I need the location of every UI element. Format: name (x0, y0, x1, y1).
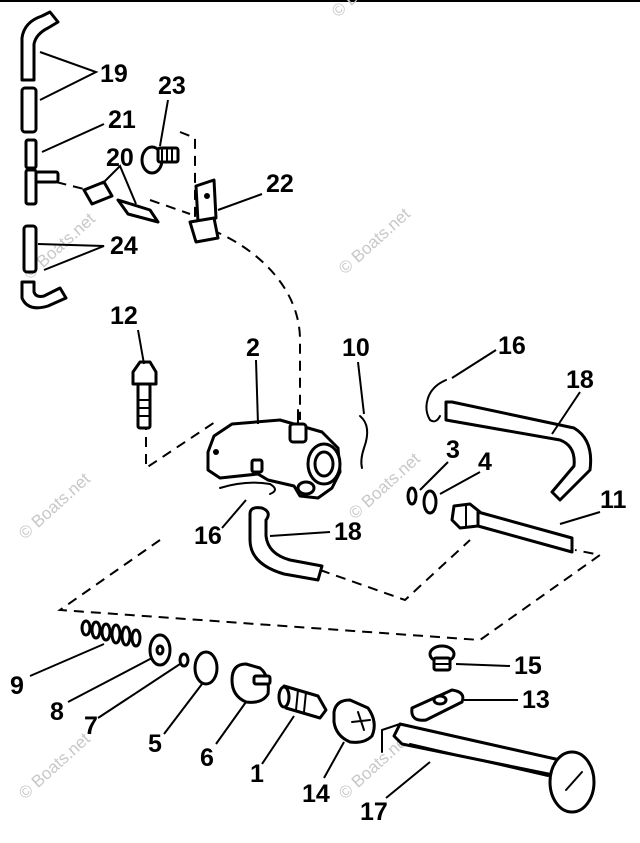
knob-14 (332, 698, 376, 744)
hose-18-top (444, 400, 593, 502)
ring-7 (178, 652, 190, 668)
callout-15: 15 (514, 652, 542, 680)
watermark-5: © Boats.net (15, 729, 94, 803)
spring-9 (80, 619, 142, 648)
rod-17 (381, 722, 596, 814)
spring-clip-16-top (425, 379, 447, 423)
callout-20: 20 (106, 144, 134, 172)
callout-22: 22 (266, 170, 294, 198)
screw-15 (428, 644, 456, 672)
callout-4: 4 (478, 448, 492, 476)
housing-2 (206, 409, 342, 500)
shaft-11 (450, 502, 574, 554)
callout-18-top: 18 (566, 366, 594, 394)
callout-3: 3 (446, 436, 460, 464)
callout-6: 6 (200, 744, 214, 772)
callout-5: 5 (148, 730, 162, 758)
callout-7: 7 (84, 712, 98, 740)
watermark-2: © Boats.net (335, 204, 414, 278)
hose-19 (20, 10, 60, 134)
callout-8: 8 (50, 698, 64, 726)
callout-19: 19 (100, 60, 128, 88)
bolt-12 (131, 360, 158, 430)
callout-2: 2 (246, 334, 260, 362)
callout-16-bottom: 16 (194, 522, 222, 550)
watermark-7: © Boats.net (328, 0, 407, 21)
callout-9: 9 (10, 672, 24, 700)
hose-24 (20, 224, 68, 310)
spring-clip-16-bottom (219, 481, 276, 495)
cam-6 (230, 662, 272, 704)
o-rings-3-4 (406, 486, 438, 515)
clip-22 (188, 178, 220, 244)
callout-labels: 19 23 21 20 22 24 12 2 10 16 18 3 4 11 1… (10, 60, 627, 826)
screw-23 (140, 145, 180, 175)
plate-13 (410, 688, 465, 722)
hose-18-bottom (248, 506, 324, 582)
o-ring-5 (193, 650, 219, 686)
leader-lines (29, 51, 601, 799)
clip-10 (359, 415, 369, 469)
watermark-4: © Boats.net (345, 449, 424, 523)
callout-13: 13 (522, 686, 550, 714)
washer-8 (148, 633, 172, 667)
callout-12: 12 (110, 302, 138, 330)
plunger-1 (277, 684, 328, 720)
callout-17: 17 (360, 798, 388, 826)
callout-23: 23 (158, 72, 186, 100)
callout-16-top: 16 (498, 332, 526, 360)
watermark-3: © Boats.net (15, 469, 94, 543)
connectors-20 (82, 180, 160, 224)
callout-11: 11 (600, 486, 627, 514)
callout-10: 10 (342, 334, 370, 362)
callout-18-bottom: 18 (334, 518, 362, 546)
callout-1: 1 (250, 760, 264, 788)
callout-21: 21 (108, 106, 136, 134)
callout-14: 14 (302, 780, 330, 808)
tee-fitting-21 (24, 138, 60, 206)
callout-24: 24 (110, 232, 138, 260)
